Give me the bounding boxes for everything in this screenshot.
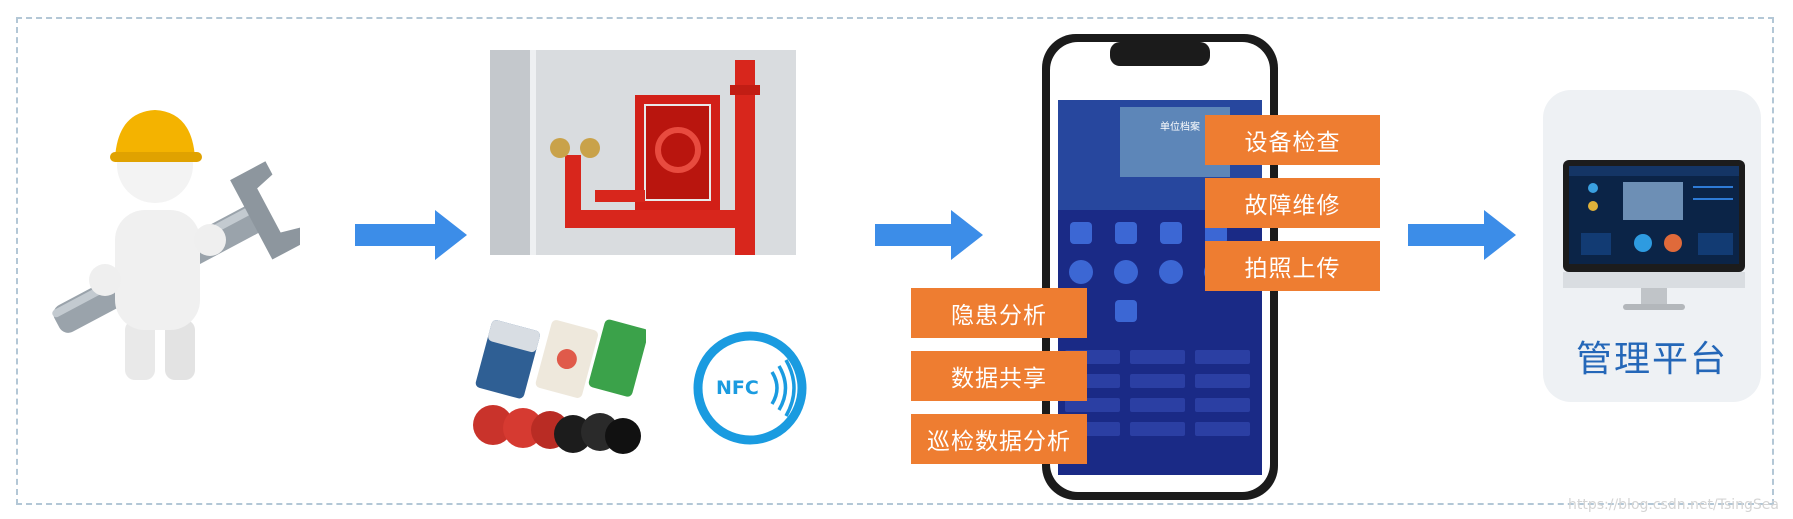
watermark: https://blog.csdn.net/TsingSea [1567, 497, 1779, 513]
label-photo-upload: 拍照上传 [1205, 241, 1380, 291]
flow-arrow-2 [875, 210, 983, 260]
platform-label: 管理平台 [1575, 339, 1728, 380]
flow-arrow-3 [1408, 210, 1516, 260]
worker-with-wrench-icon [52, 110, 300, 380]
label-data-sharing: 数据共享 [911, 351, 1087, 401]
nfc-badge-icon: NFC [690, 328, 810, 448]
fire-hydrant-cabinet-icon [490, 50, 796, 255]
label-fault-repair: 故障维修 [1205, 178, 1380, 228]
label-hazard-analysis: 隐患分析 [911, 288, 1087, 338]
label-patrol-data-analysis: 巡检数据分析 [911, 414, 1087, 464]
diagram-frame [16, 17, 1774, 505]
flow-arrow-1 [355, 210, 467, 260]
phone-screen-title: 单位档案 [1160, 122, 1200, 133]
nfc-text: NFC [716, 377, 759, 399]
monitor-dashboard-icon [1563, 160, 1745, 310]
label-device-inspection: 设备检查 [1205, 115, 1380, 165]
nfc-tags-icon [473, 319, 646, 454]
